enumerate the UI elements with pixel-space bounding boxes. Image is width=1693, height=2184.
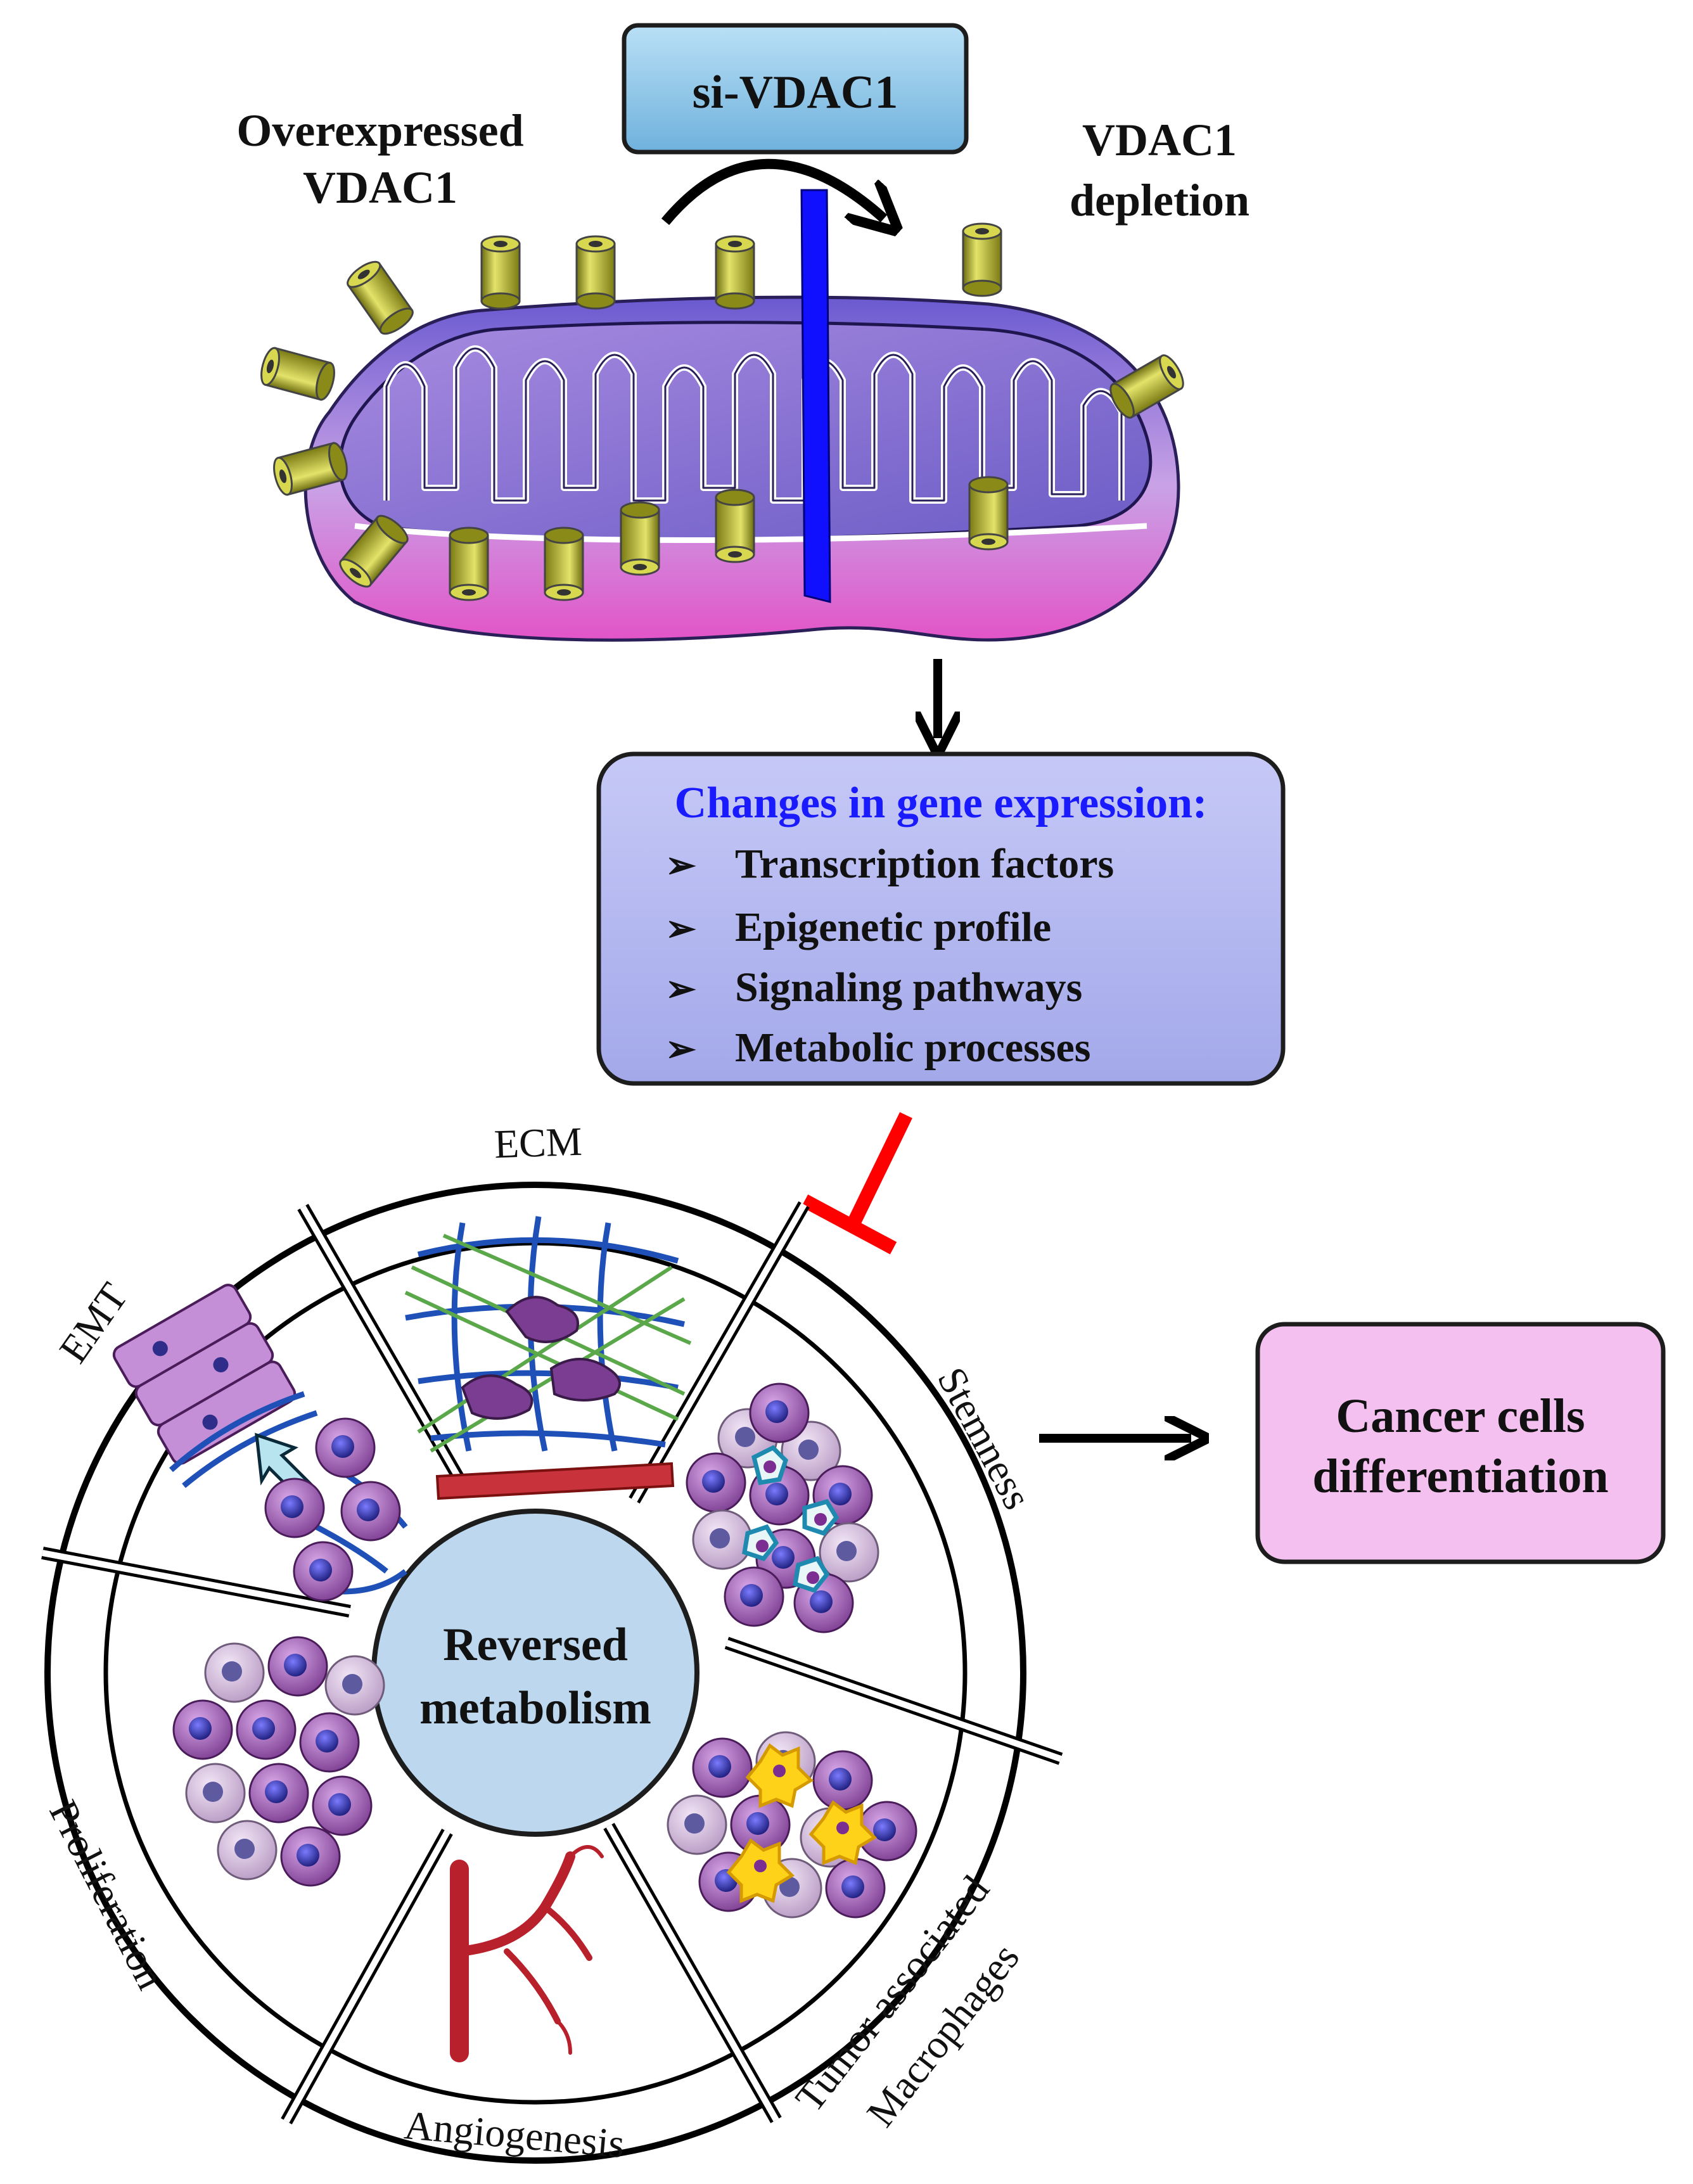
gene-item: Transcription factors <box>735 841 1114 887</box>
curved-arrow <box>661 158 884 222</box>
gene-item-bullet: ➢ <box>665 1028 696 1070</box>
gene-box-title: Changes in gene expression: <box>675 779 1208 827</box>
outcome-label: differentiation <box>1312 1450 1608 1503</box>
gene-item-bullet: ➢ <box>665 845 696 886</box>
gene-item: Epigenetic profile <box>735 904 1051 950</box>
tam-illustration <box>667 1731 917 1919</box>
svg-text:VDAC1: VDAC1 <box>303 162 457 213</box>
center-label: Reversed <box>443 1619 628 1671</box>
depletion-label: VDAC1 depletion <box>1070 115 1249 226</box>
outcome-label: Cancer cells <box>1336 1389 1585 1443</box>
angiogenesis-illustration <box>450 1845 604 2062</box>
svg-text:Overexpressed: Overexpressed <box>236 105 523 156</box>
separator-bar <box>800 189 831 603</box>
center-circle <box>371 1509 700 1837</box>
gene-item-bullet: ➢ <box>665 968 696 1009</box>
outcome-box: Cancer cells differentiation <box>1255 1322 1666 1564</box>
mitochondrion <box>303 295 1180 642</box>
svg-text:VDAC1: VDAC1 <box>1082 115 1237 165</box>
segment-label-ecm: ECM <box>494 1119 583 1167</box>
center-label: metabolism <box>419 1682 651 1734</box>
gene-item: Signaling pathways <box>735 964 1082 1011</box>
svg-text:depletion: depletion <box>1070 175 1249 226</box>
gene-item: Metabolic processes <box>735 1025 1090 1071</box>
ecm-illustration <box>404 1216 692 1500</box>
si-vdac1-label: si-VDAC1 <box>693 67 898 118</box>
gene-expression-box: Changes in gene expression: ➢ Transcript… <box>596 751 1286 1086</box>
gene-item-bullet: ➢ <box>665 908 696 949</box>
inhibition-symbol <box>801 1112 912 1255</box>
stemness-illustration <box>686 1383 879 1633</box>
si-vdac1-box: si-VDAC1 <box>622 23 969 155</box>
overexpressed-label: Overexpressed VDAC1 <box>236 105 523 213</box>
emt-illustration <box>112 1284 408 1602</box>
